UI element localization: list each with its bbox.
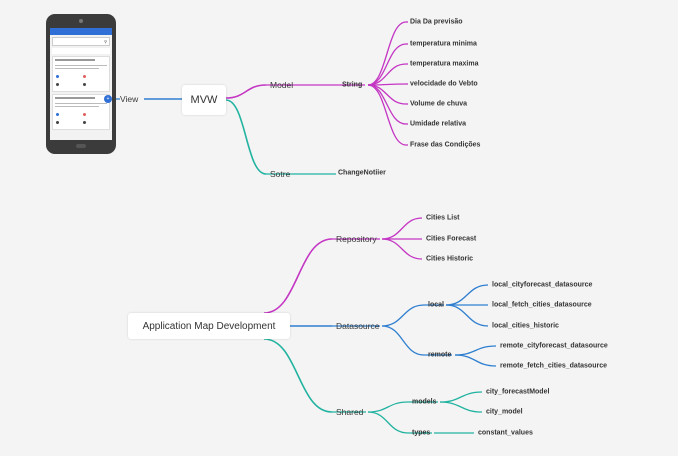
phone-section-header bbox=[52, 48, 110, 54]
shared-connector bbox=[263, 338, 333, 413]
model-item[interactable]: Volume de chuva bbox=[410, 100, 468, 108]
mvw-root-node[interactable]: MVW bbox=[182, 85, 226, 115]
models-connector bbox=[367, 401, 409, 413]
models-node[interactable]: models bbox=[412, 398, 437, 406]
search-icon: ⚲ bbox=[104, 39, 107, 44]
phone-camera bbox=[79, 19, 83, 23]
model-item[interactable]: temperatura minima bbox=[410, 40, 477, 48]
remote-node[interactable]: remote bbox=[428, 351, 452, 359]
mvw-root-label: MVW bbox=[190, 94, 218, 106]
local-item[interactable]: local_fetch_cities_datasource bbox=[492, 301, 592, 309]
sotre-node[interactable]: Sotre bbox=[270, 169, 291, 179]
model-node[interactable]: Model bbox=[270, 80, 294, 90]
model-item[interactable]: velocidade do Vebto bbox=[410, 80, 478, 88]
models-item-connector bbox=[439, 401, 483, 413]
local-item-connector bbox=[445, 304, 489, 327]
models-item-connector bbox=[439, 391, 483, 403]
repository-item-connector bbox=[381, 238, 423, 260]
remote-item[interactable]: remote_cityforecast_datasource bbox=[500, 342, 608, 350]
string-item-connector bbox=[367, 63, 407, 86]
datasource-node[interactable]: Datasource bbox=[336, 321, 380, 331]
local-node[interactable]: local bbox=[428, 301, 444, 309]
string-item-connector bbox=[367, 21, 407, 86]
app-root-node[interactable]: Application Map Development bbox=[128, 313, 290, 339]
repository-node[interactable]: Repository bbox=[336, 234, 377, 244]
model-item[interactable]: Umidade relativa bbox=[410, 120, 467, 128]
sotre-connector bbox=[225, 99, 267, 175]
model-item[interactable]: Dia Da previsão bbox=[410, 18, 463, 26]
sotre-child-node[interactable]: ChangeNotiier bbox=[338, 169, 386, 177]
add-badge-icon: + bbox=[104, 95, 112, 103]
model-connector bbox=[225, 84, 267, 99]
remote-connector bbox=[381, 325, 425, 356]
phone-forecast-card bbox=[52, 94, 110, 130]
shared-node[interactable]: Shared bbox=[336, 407, 364, 417]
phone-search-bar: ⚲ bbox=[52, 37, 110, 46]
local-item[interactable]: local_cityforecast_datasource bbox=[492, 281, 593, 289]
phone-appbar bbox=[50, 28, 112, 35]
repository-item[interactable]: Cities Historic bbox=[426, 255, 474, 263]
local-item-connector bbox=[445, 284, 489, 306]
models-item[interactable]: city_forecastModel bbox=[486, 388, 550, 396]
repository-item-connector bbox=[381, 217, 423, 240]
view-node[interactable]: View bbox=[120, 94, 139, 104]
remote-item-connector bbox=[454, 345, 497, 356]
string-item-connector bbox=[367, 43, 407, 86]
local-connector bbox=[381, 304, 425, 327]
local-item[interactable]: local_cities_historic bbox=[492, 322, 559, 330]
string-item-connector bbox=[367, 84, 407, 125]
models-item[interactable]: city_model bbox=[486, 408, 523, 416]
string-item-connector bbox=[367, 84, 407, 146]
phone-mockup-image: ⚲ bbox=[46, 14, 116, 154]
repository-connector bbox=[263, 238, 333, 314]
string-node[interactable]: String bbox=[342, 81, 363, 89]
remote-item-connector bbox=[454, 354, 497, 367]
remote-item[interactable]: remote_fetch_cities_datasource bbox=[500, 362, 607, 370]
repository-item[interactable]: Cities Forecast bbox=[426, 235, 477, 243]
phone-forecast-card bbox=[52, 56, 110, 92]
phone-home-button bbox=[76, 144, 86, 148]
types-node[interactable]: types bbox=[412, 429, 431, 437]
app-root-label: Application Map Development bbox=[142, 320, 276, 332]
types-child-node[interactable]: constant_values bbox=[478, 429, 533, 437]
phone-screen: ⚲ bbox=[50, 28, 112, 140]
model-item[interactable]: temperatura maxima bbox=[410, 60, 479, 68]
model-item[interactable]: Frase das Condições bbox=[410, 141, 481, 149]
repository-item[interactable]: Cities List bbox=[426, 214, 460, 222]
types-connector bbox=[367, 411, 409, 434]
